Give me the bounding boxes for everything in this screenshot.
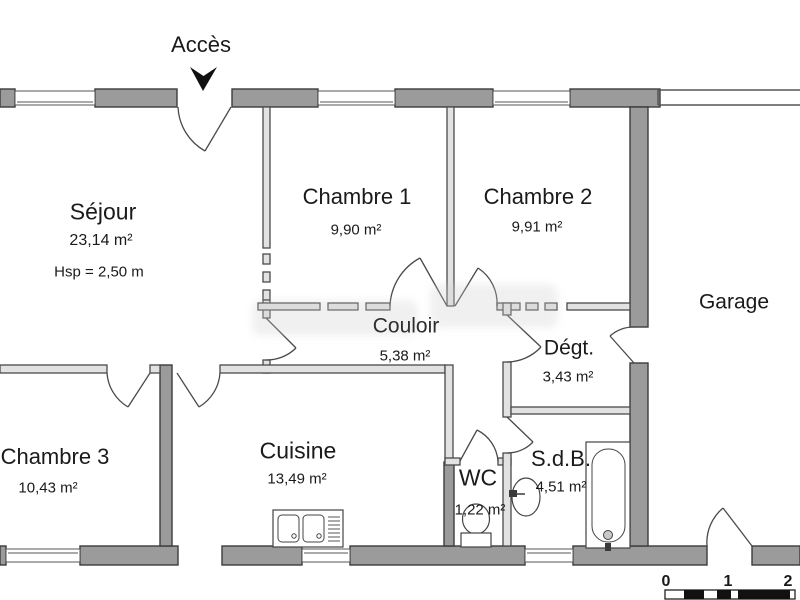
washbasin-symbol [509, 477, 541, 517]
room-note-sejour: Hsp = 2,50 m [54, 263, 144, 281]
scale-tick-1: 1 [723, 573, 733, 590]
toilet-symbol [460, 503, 492, 548]
interior-thin-walls [0, 106, 631, 547]
room-area-sdb: 4,51 m² [535, 478, 587, 496]
room-label-garage: Garage [698, 290, 770, 314]
door-entry [177, 106, 232, 152]
room-area-chambre3: 10,43 m² [18, 479, 78, 497]
bottom-exterior-wall [0, 545, 800, 566]
kitchen-sink-symbol [272, 509, 344, 548]
window-sejour [14, 90, 96, 106]
scale-tick-0: 0 [661, 573, 671, 590]
door-garage [706, 507, 753, 547]
room-label-cuisine: Cuisine [259, 437, 337, 464]
watermark [430, 284, 558, 328]
window-chambre1 [317, 90, 396, 106]
room-label-sejour: Séjour [69, 198, 137, 225]
scale-bar [664, 589, 796, 600]
room-area-wc: 1,22 m² [454, 501, 506, 519]
door-chambre3 [106, 372, 151, 408]
window-sdb [524, 548, 574, 563]
access-arrow-icon [190, 67, 217, 91]
room-label-chambre2: Chambre 2 [483, 184, 593, 209]
door-chambre2 [454, 267, 498, 307]
room-area-chambre1: 9,90 m² [330, 221, 382, 239]
door-sdb [506, 416, 534, 454]
room-area-sejour: 23,14 m² [69, 232, 133, 249]
room-area-cuisine: 13,49 m² [267, 470, 327, 488]
door-cuisine [176, 372, 221, 408]
bathtub-symbol [585, 441, 631, 551]
room-label-wc: WC [458, 464, 498, 491]
room-area-degagement: 3,43 m² [542, 368, 594, 386]
door-sejour [265, 317, 297, 361]
room-label-couloir: Couloir [372, 314, 440, 338]
door-degagement [506, 314, 542, 363]
room-label-degagement: Dégt. [543, 336, 595, 360]
window-cuisine [301, 548, 351, 563]
access-label: Accès [171, 32, 231, 57]
interior-thick-walls [159, 106, 649, 547]
room-area-couloir: 5,38 m² [379, 347, 431, 365]
watermark [252, 300, 418, 336]
room-label-chambre3: Chambre 3 [0, 444, 110, 469]
room-area-chambre2: 9,91 m² [511, 218, 563, 236]
door-chambre1 [389, 257, 448, 307]
doors [106, 106, 753, 547]
door-degt-garage [609, 326, 635, 364]
window-chambre3 [5, 548, 81, 563]
window-chambre2 [492, 90, 571, 106]
room-label-chambre1: Chambre 1 [302, 184, 412, 209]
room-label-sdb: S.d.B. [531, 446, 591, 471]
windows [5, 90, 574, 563]
garage-top-wall [657, 89, 800, 106]
door-wc [459, 429, 499, 462]
scale-tick-2: 2 [783, 573, 793, 590]
